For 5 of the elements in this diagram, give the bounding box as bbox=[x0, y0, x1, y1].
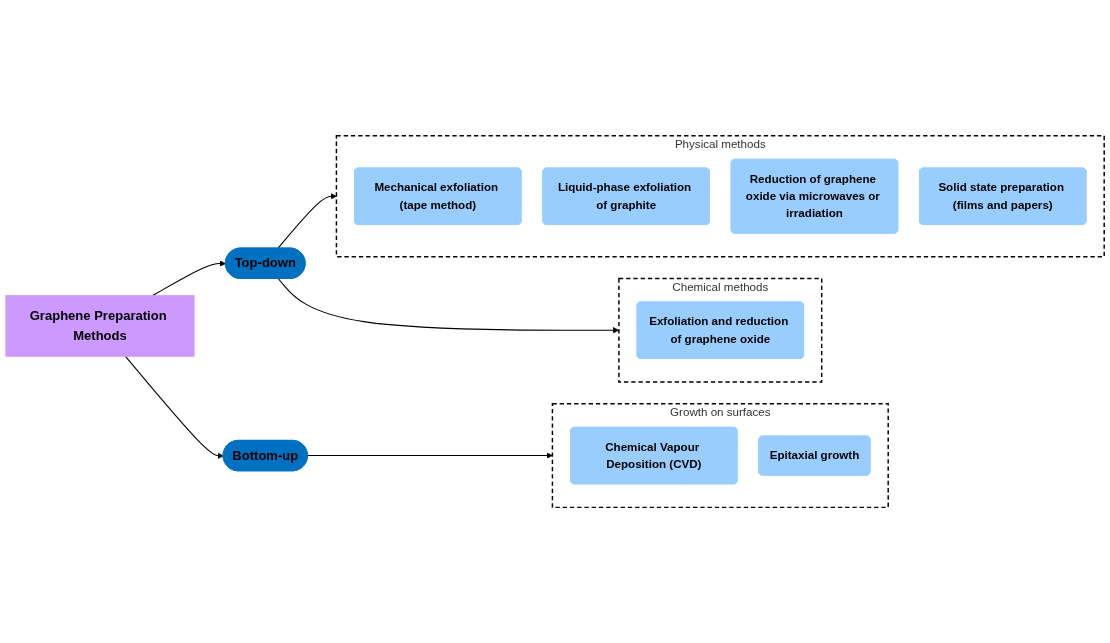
node-box: Graphene Preparation Methods bbox=[5, 295, 195, 357]
arrow bbox=[124, 355, 224, 459]
arrow bbox=[152, 260, 227, 296]
arrow bbox=[306, 452, 553, 459]
arrow bbox=[277, 193, 337, 249]
